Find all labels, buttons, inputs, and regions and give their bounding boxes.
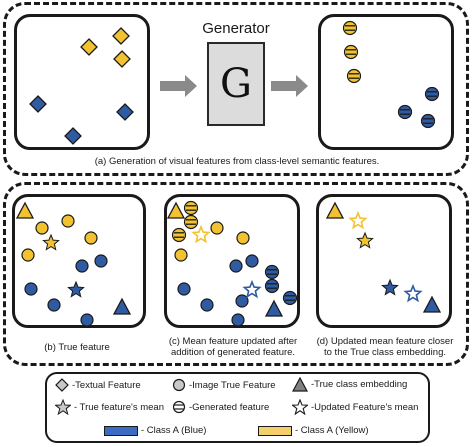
star-icon [55,399,71,415]
circle-icon [172,378,186,392]
caption-d-line2: to the True class embedding. [324,347,446,358]
true-feature-mean-yellow [42,233,60,251]
legend-generated-label: -Generated feature [189,401,270,413]
caption-c-line1: (c) Mean feature updated after [168,336,298,347]
updated-feature-mean-yellow [191,224,211,244]
true-feature-mean-blue [381,278,399,296]
generated-feature-yellow [346,68,362,84]
true-class-embedding-yellow [325,201,345,219]
image-true-feature-yellow [21,248,35,262]
panel-generated-features [318,14,454,150]
legend-true-embed: -True class embedding [292,377,407,392]
generated-feature-blue [264,264,280,280]
blue-swatch-icon [104,425,138,436]
yellow-swatch-icon [258,425,292,436]
triangle-icon [292,377,308,392]
generated-feature-blue [264,278,280,294]
legend-true-embed-label: -True class embedding [311,379,408,390]
legend-image-true-label: -Image True Feature [189,379,276,391]
legend-class-yellow: - Class A (Yellow) [258,425,369,436]
striped-circle-icon [172,400,186,414]
legend-box [45,372,430,443]
true-class-embedding-blue [112,297,132,315]
generated-feature-blue [282,290,298,306]
image-true-feature-blue [24,282,38,296]
generated-feature-yellow [342,20,358,36]
star-outline-icon [292,399,308,415]
generated-feature-yellow [343,44,359,60]
true-class-embedding-yellow [166,201,186,219]
legend-textual-label: -Textual Feature [72,379,141,391]
legend-true-mean: - True feature's mean [55,399,164,415]
image-true-feature-blue [200,298,214,312]
textual-feature-blue [64,127,82,145]
legend-class-yellow-label: - Class A (Yellow) [295,425,369,436]
textual-feature-yellow [80,38,98,56]
legend-generated: -Generated feature [172,400,269,414]
caption-a: (a) Generation of visual features from c… [94,156,380,167]
image-true-feature-yellow [174,248,188,262]
textual-feature-yellow [112,27,130,45]
image-true-feature-yellow [236,231,250,245]
textual-feature-yellow [113,50,131,68]
generator-box: G [207,42,265,126]
textual-feature-blue [29,95,47,113]
generator-label: Generator [202,20,270,37]
image-true-feature-yellow [210,221,224,235]
true-class-embedding-blue [264,299,284,317]
image-true-feature-blue [47,298,61,312]
diamond-icon [55,378,69,392]
image-true-feature-blue [80,313,94,327]
legend-true-mean-label: - True feature's mean [74,401,164,413]
section-bcd-container [3,182,469,366]
image-true-feature-yellow [84,231,98,245]
right-arrow-icon [271,75,308,97]
generated-feature-yellow [183,214,199,230]
image-true-feature-blue [245,254,259,268]
updated-feature-mean-yellow [348,210,368,230]
panel-textual-features [14,14,150,150]
true-feature-mean-blue [67,280,85,298]
image-true-feature-blue [177,282,191,296]
updated-feature-mean-blue [403,283,423,303]
generated-feature-blue [397,104,413,120]
section-a-container [3,2,469,176]
legend-updated-mean-label: -Updated Feature's mean [311,401,419,413]
updated-feature-mean-blue [242,279,262,299]
true-class-embedding-yellow [15,201,35,219]
generated-feature-yellow [183,200,199,216]
true-class-embedding-blue [422,295,442,313]
legend-updated-mean: -Updated Feature's mean [292,399,418,415]
image-true-feature-yellow [35,221,49,235]
generated-feature-blue [424,86,440,102]
caption-d-line1: (d) Updated mean feature closer [316,336,454,347]
legend-class-blue-label: - Class A (Blue) [141,425,207,436]
image-true-feature-blue [231,313,245,327]
legend-class-blue: - Class A (Blue) [104,425,206,436]
textual-feature-blue [116,103,134,121]
legend-image-true: -Image True Feature [172,378,276,392]
legend-textual: -Textual Feature [55,378,141,392]
true-feature-mean-yellow [356,231,374,249]
right-arrow-icon [160,75,197,97]
image-true-feature-blue [94,254,108,268]
caption-b: (b) True feature [44,342,110,353]
caption-c-line2: addition of generated feature. [170,347,296,358]
image-true-feature-blue [75,259,89,273]
image-true-feature-yellow [61,214,75,228]
image-true-feature-blue [235,294,249,308]
generated-feature-blue [420,113,436,129]
generated-feature-yellow [171,227,187,243]
image-true-feature-blue [229,259,243,273]
